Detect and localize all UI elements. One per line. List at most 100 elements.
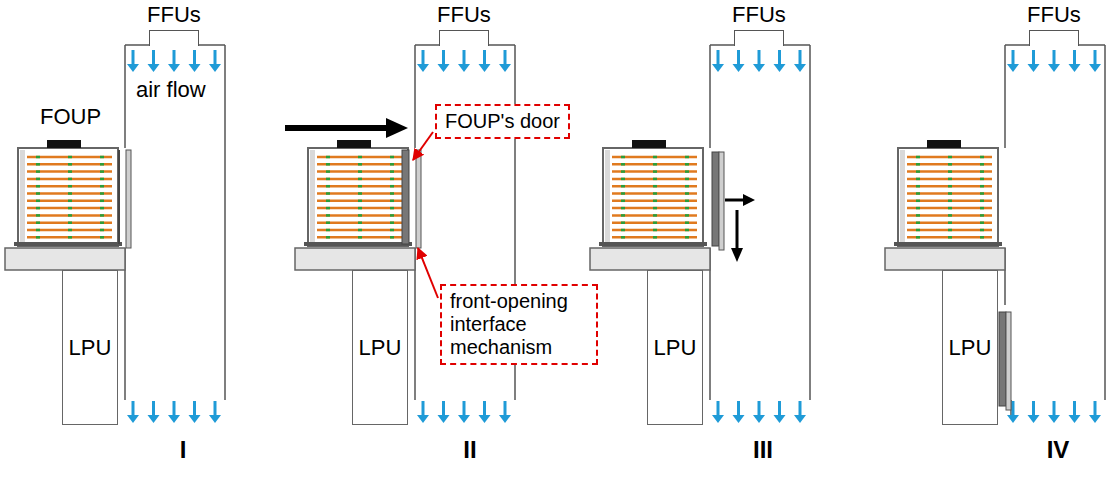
wafer-support xyxy=(653,207,657,210)
wafer-support xyxy=(358,170,362,173)
wafer xyxy=(612,185,697,188)
wafer-support xyxy=(948,207,952,210)
wafer-support xyxy=(685,221,689,224)
wafer-support xyxy=(100,214,104,217)
wafer-support xyxy=(326,178,330,181)
panel-number: II xyxy=(463,436,476,464)
wafer-support xyxy=(948,163,952,166)
unit-label: FFUs xyxy=(1014,2,1094,28)
unit-label: LPU xyxy=(654,335,697,361)
wafer xyxy=(907,170,992,173)
airflow-arrow-shaft xyxy=(1094,401,1097,417)
wafer-support xyxy=(621,214,625,217)
unit-label: LPU xyxy=(69,335,112,361)
wafer-support xyxy=(390,214,394,217)
wafer xyxy=(612,163,697,166)
wafer-support xyxy=(685,229,689,232)
airflow-arrow-head xyxy=(794,415,806,423)
wafer xyxy=(317,214,402,217)
wafer-support xyxy=(621,236,625,239)
wafer xyxy=(317,163,402,166)
airflow-arrow-head xyxy=(168,415,180,423)
unit-label: LPU xyxy=(949,335,992,361)
wafer-support xyxy=(358,163,362,166)
airflow-arrow-shaft xyxy=(193,401,196,417)
panel-number: III xyxy=(753,436,773,464)
airflow-arrow-head xyxy=(148,415,160,423)
airflow-arrow-shaft xyxy=(737,50,740,66)
wafer xyxy=(612,229,697,232)
housing-wall xyxy=(1104,45,1106,400)
wafer-support xyxy=(68,200,72,203)
airflow-arrow-head xyxy=(479,415,491,423)
wafer xyxy=(907,156,992,159)
foup-side xyxy=(20,150,25,244)
foup-side xyxy=(310,150,315,244)
airflow-arrow-head xyxy=(733,64,745,72)
foup-handle xyxy=(632,140,666,148)
load-port-unit: LPU xyxy=(62,270,118,425)
wafer-support xyxy=(100,236,104,239)
wafer-support xyxy=(100,170,104,173)
foup-illustration xyxy=(14,140,122,246)
foup-illustration xyxy=(599,140,707,246)
airflow-arrow-head xyxy=(733,415,745,423)
wafer-support xyxy=(68,185,72,188)
wafer-support xyxy=(358,214,362,217)
wafer xyxy=(612,200,697,203)
wafer-support xyxy=(980,236,984,239)
foup-base xyxy=(14,242,122,246)
wafer-support xyxy=(326,156,330,159)
wafer-support xyxy=(100,185,104,188)
wafer-support xyxy=(68,221,72,224)
part-label: FOUP xyxy=(40,104,101,130)
wafer xyxy=(317,229,402,232)
wafer-support xyxy=(390,163,394,166)
wafer-support xyxy=(621,200,625,203)
foup-base xyxy=(894,242,1002,246)
wafer-support xyxy=(68,207,72,210)
housing-wall xyxy=(224,45,226,400)
wafer-support xyxy=(916,200,920,203)
housing-wall xyxy=(414,248,416,400)
callout-box: FOUP's door xyxy=(435,104,570,139)
airflow-arrow-head xyxy=(148,64,160,72)
wafer xyxy=(907,236,992,239)
airflow-arrow-shaft xyxy=(504,401,507,417)
wafer-support xyxy=(68,229,72,232)
wafer-support xyxy=(653,214,657,217)
wafer-support xyxy=(36,207,40,210)
wafer xyxy=(612,170,697,173)
wafer-support xyxy=(621,156,625,159)
wafer-support xyxy=(685,207,689,210)
wafer-support xyxy=(326,192,330,195)
wafer xyxy=(907,214,992,217)
wafer xyxy=(907,207,992,210)
wafer-support xyxy=(358,221,362,224)
wafer-support xyxy=(653,221,657,224)
wafer-support xyxy=(980,214,984,217)
wafer-support xyxy=(916,178,920,181)
airflow-arrow-shaft xyxy=(422,401,425,417)
ffu-unit: FFUs xyxy=(719,2,799,46)
wafer-support xyxy=(36,156,40,159)
airflow-arrow-head xyxy=(417,64,429,72)
wafer xyxy=(27,178,112,181)
airflow-arrow-head xyxy=(168,64,180,72)
panel-number: I xyxy=(180,436,187,464)
airflow-arrow-shaft xyxy=(1032,401,1035,417)
airflow-arrow-shaft xyxy=(717,401,720,417)
wafer-support xyxy=(358,229,362,232)
housing-wall xyxy=(809,45,811,400)
wafer-support xyxy=(685,192,689,195)
airflow-arrow-shaft xyxy=(483,50,486,66)
wafer-support xyxy=(36,229,40,232)
foup-shell xyxy=(898,148,998,246)
foup-base xyxy=(599,242,707,246)
wafer-support xyxy=(980,229,984,232)
wafer-support xyxy=(916,185,920,188)
wafer-support xyxy=(390,192,394,195)
leader-arrow xyxy=(413,132,433,160)
load-port-unit: LPU xyxy=(352,270,408,425)
wafer-support xyxy=(653,170,657,173)
